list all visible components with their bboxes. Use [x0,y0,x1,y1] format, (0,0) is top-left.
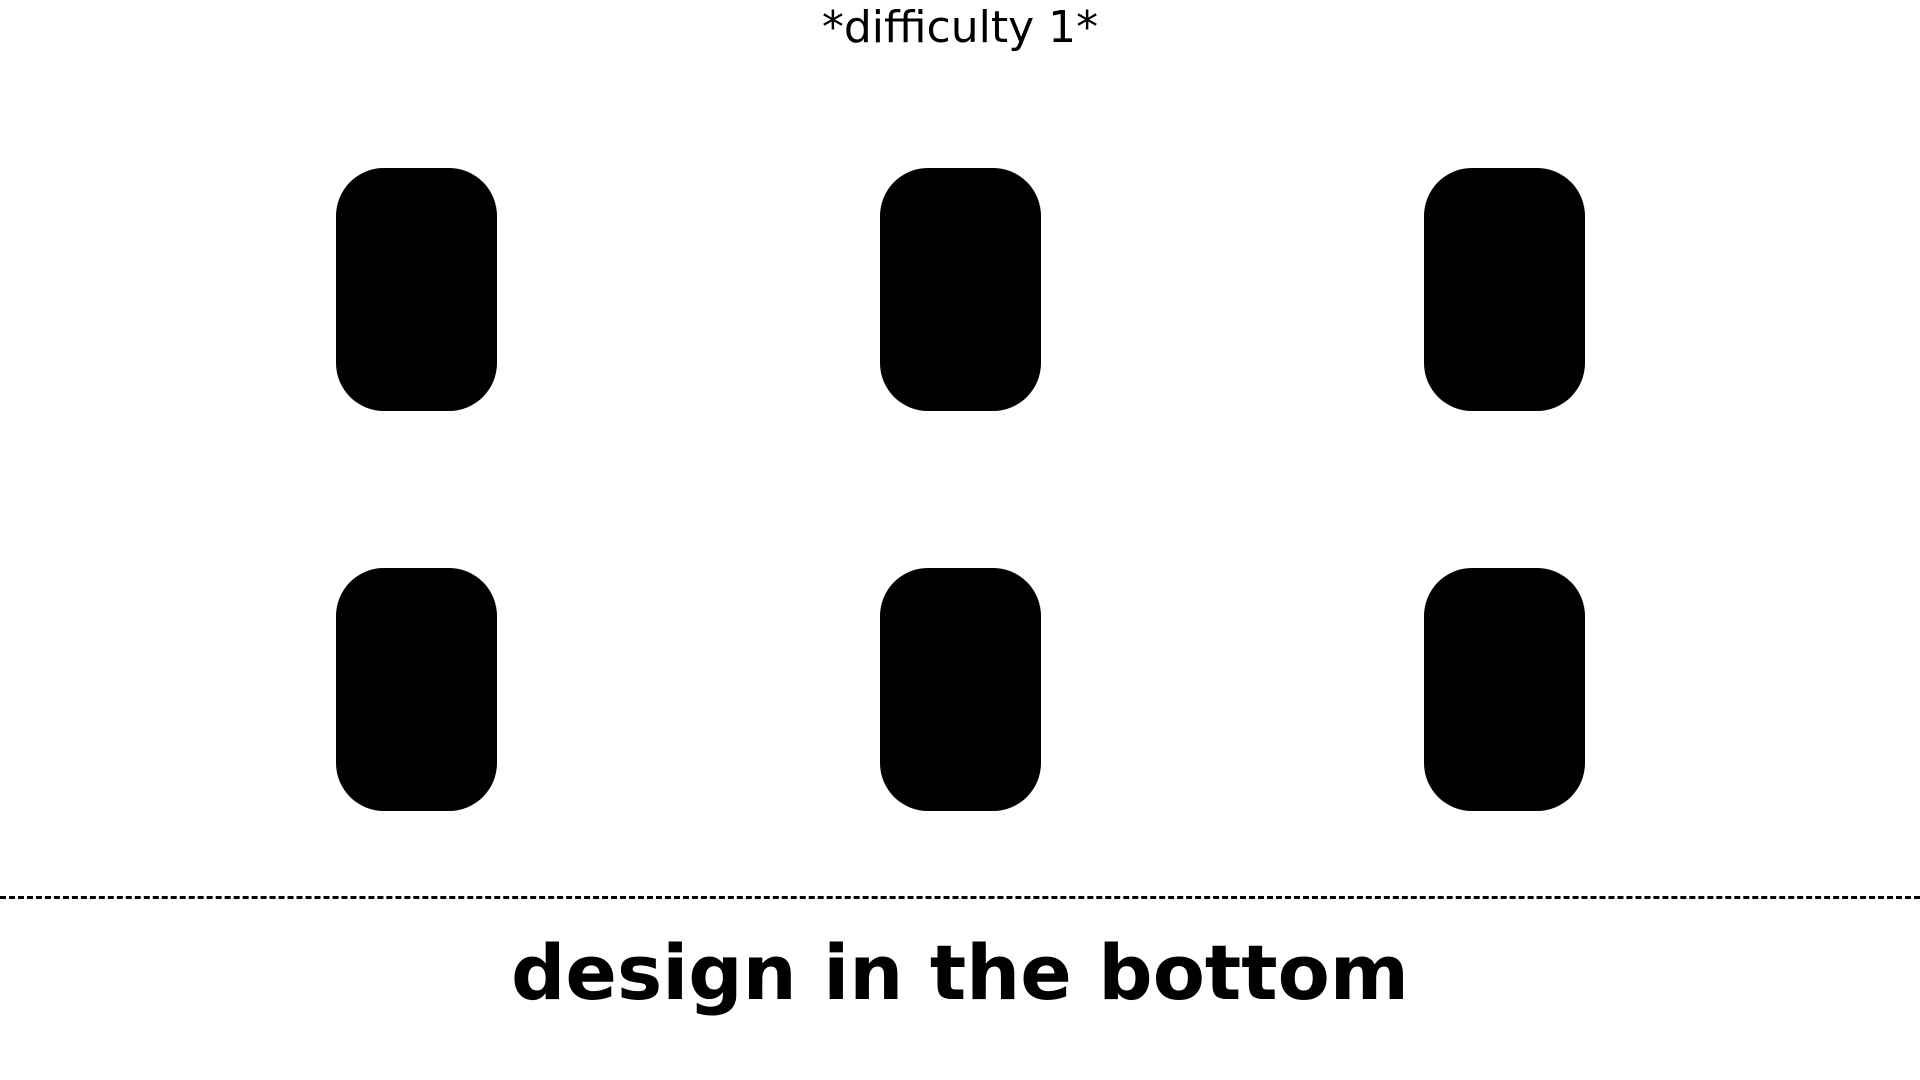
difficulty-label: *difficulty 1* [821,2,1099,53]
card-row2-col1 [336,568,497,811]
card-row1-col2 [880,168,1041,411]
bottom-heading: design in the bottom [511,928,1409,1017]
card-row2-col2 [880,568,1041,811]
card-row1-col3 [1424,168,1585,411]
card-row2-col3 [1424,568,1585,811]
dashed-divider [0,896,1920,899]
card-row1-col1 [336,168,497,411]
